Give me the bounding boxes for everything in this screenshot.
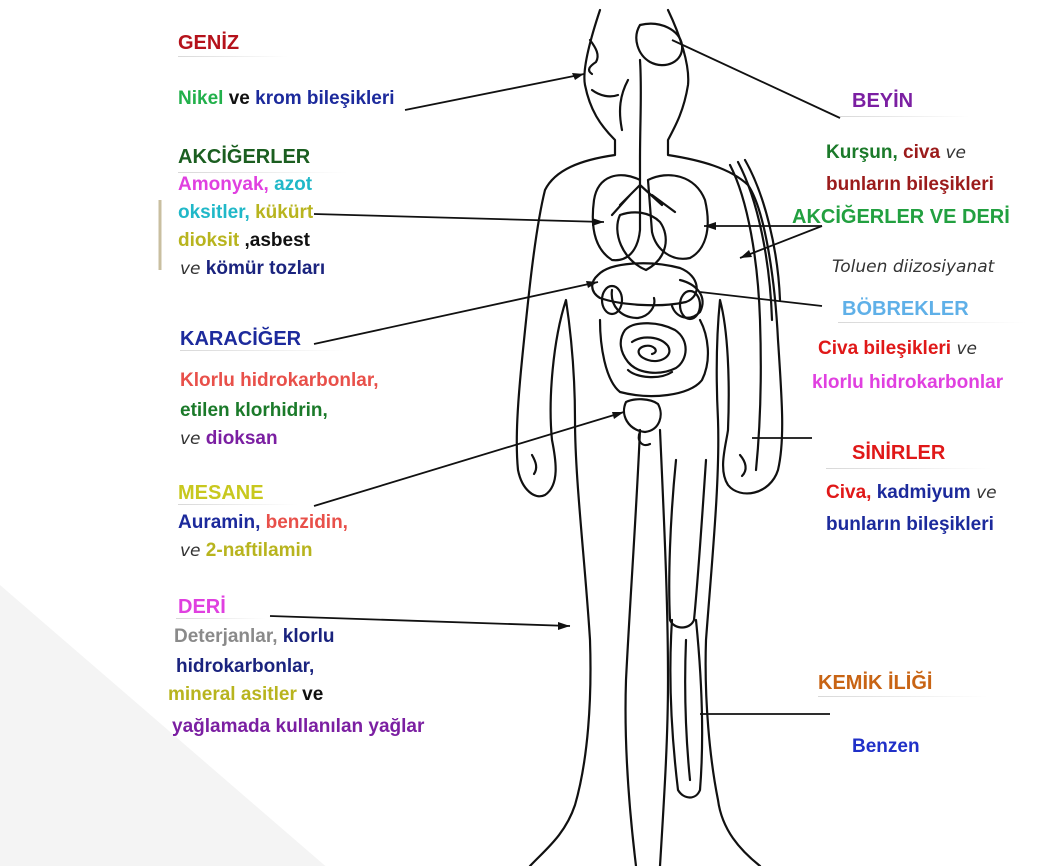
text-bilesikleri: bileşikleri <box>302 88 395 109</box>
label-deri-line1: Deterjanlar, klorlu <box>174 626 335 648</box>
heart <box>617 212 665 270</box>
title-underline <box>840 116 970 117</box>
text-ve: ve <box>180 259 201 279</box>
label-beyin-line2: bunların bileşikleri <box>826 174 994 196</box>
text-kadmiyum: kadmiyum <box>871 482 970 503</box>
text-oksitler: oksitler, <box>178 202 250 223</box>
label-mesane-title: MESANE <box>178 482 264 504</box>
text-2-naftilamin: 2-naftilamin <box>201 540 313 561</box>
label-akcigerderi-title: AKCİĞERLER VE DERİ <box>792 206 1010 228</box>
bladder <box>624 399 661 432</box>
text-komur-tozlari: kömür tozları <box>201 258 326 279</box>
text-benzidin: benzidin, <box>260 512 348 533</box>
label-deri-line2: hidrokarbonlar, <box>176 656 314 678</box>
text-ve: ve <box>951 339 977 359</box>
label-karaciger-line1: Klorlu hidrokarbonlar, <box>180 370 378 392</box>
label-akciger-line2: oksitler, kükürt <box>178 202 313 224</box>
label-bobrekler-line2: klorlu hidrokarbonlar <box>812 372 1003 394</box>
label-geniz-text: Nikel ve krom bileşikleri <box>178 88 395 110</box>
text-ve: ve <box>971 483 997 503</box>
label-bobrekler-title: BÖBREKLER <box>842 298 969 320</box>
label-deri-title: DERİ <box>178 596 226 618</box>
title-underline <box>818 696 988 697</box>
text-mineral-asitler: mineral asitler <box>168 684 297 705</box>
label-beyin-title: BEYİN <box>852 90 913 112</box>
text-civa: civa <box>898 142 940 163</box>
text-ve: ve <box>180 541 201 561</box>
label-beyin-line1: Kurşun, civa ve <box>826 142 966 164</box>
title-underline <box>178 172 348 173</box>
label-karaciger-line2: etilen klorhidrin, <box>180 400 328 422</box>
text-klorlu: klorlu <box>278 626 335 647</box>
label-karaciger-title: KARACİĞER <box>180 328 301 350</box>
label-bobrekler-line1: Civa bileşikleri ve <box>818 338 977 360</box>
text-nikel: Nikel <box>178 88 223 109</box>
text-asbest: ,asbest <box>239 230 310 251</box>
label-sinirler-line1: Civa, kadmiyum ve <box>826 482 997 504</box>
label-akciger-line1: Amonyak, azot <box>178 174 312 196</box>
label-deri-line3: mineral asitler ve <box>168 684 323 706</box>
label-geniz-title: GENİZ <box>178 32 239 54</box>
text-kursun: Kurşun, <box>826 142 898 163</box>
title-underline <box>176 618 266 619</box>
label-sinirler-line2: bunların bileşikleri <box>826 514 994 536</box>
text-deterjanlar: Deterjanlar, <box>174 626 278 647</box>
label-akciger-line4: ve kömür tozları <box>180 258 325 280</box>
text-kukurt: kükürt <box>250 202 313 223</box>
label-akciger-title: AKCİĞERLER <box>178 146 310 168</box>
text-ve: ve <box>297 684 323 705</box>
label-sinirler-title: SİNİRLER <box>852 442 945 464</box>
text-ve: ve <box>940 143 966 163</box>
title-underline <box>178 56 288 57</box>
text-azot: azot <box>269 174 312 195</box>
text-civa: Civa, <box>826 482 871 503</box>
text-civa-bilesikleri: Civa bileşikleri <box>818 338 951 359</box>
label-karaciger-line3: ve dioksan <box>180 428 278 450</box>
text-ve: ve <box>223 88 255 109</box>
text-amonyak: Amonyak, <box>178 174 269 195</box>
label-mesane-line1: Auramin, benzidin, <box>178 512 348 534</box>
text-krom: krom <box>255 88 301 109</box>
label-kemik-line1: Benzen <box>852 736 920 758</box>
label-akcigerderi-line1: Toluen diizosiyanat <box>832 256 994 278</box>
text-dioksit: dioksit <box>178 230 239 251</box>
intestines <box>600 320 708 396</box>
leg-bone <box>669 460 706 628</box>
label-mesane-line2: ve 2-naftilamin <box>180 540 312 562</box>
body-outline <box>517 10 615 866</box>
text-auramin: Auramin, <box>178 512 260 533</box>
label-kemik-title: KEMİK İLİĞİ <box>818 672 932 694</box>
title-underline <box>826 468 992 469</box>
label-akciger-line3: dioksit ,asbest <box>178 230 310 252</box>
text-dioksan: dioksan <box>201 428 278 449</box>
title-underline <box>180 350 345 351</box>
title-underline <box>838 322 1026 323</box>
title-underline <box>178 504 298 505</box>
label-deri-line4: yağlamada kullanılan yağlar <box>172 716 424 738</box>
text-ve: ve <box>180 429 201 449</box>
lungs <box>593 175 640 260</box>
